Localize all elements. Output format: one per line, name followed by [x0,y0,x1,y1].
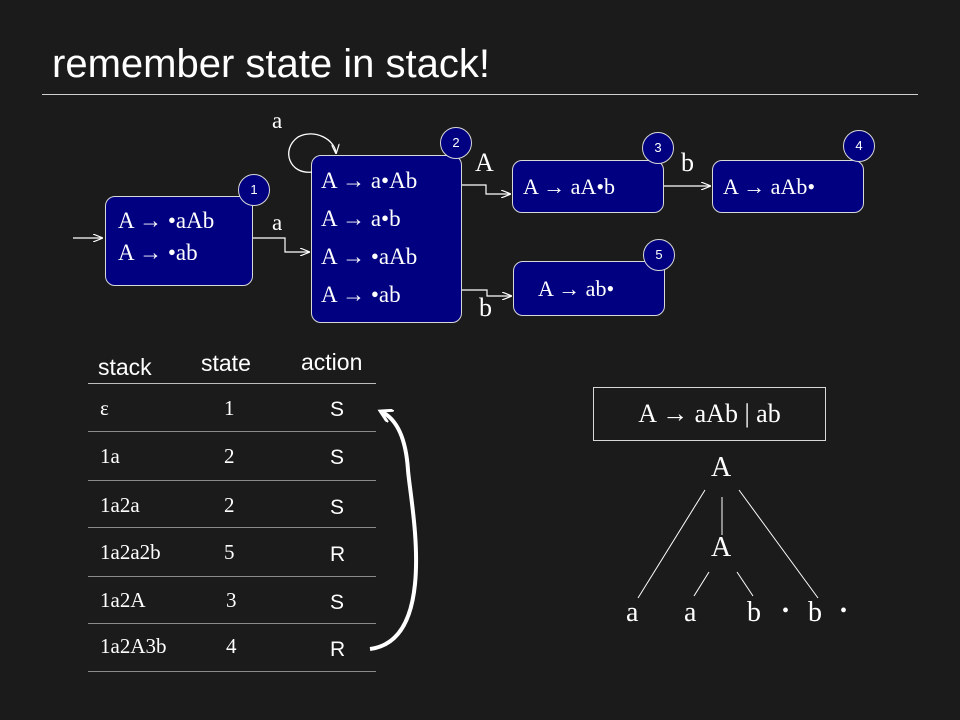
header-stack: stack [98,354,152,380]
state-2: A → a•Ab A → a•b A → •aAb A → •ab [311,155,462,323]
edge-label-b-2-5: b [479,293,492,322]
state-4-item: A → aAb• [723,174,816,199]
table-cell-action: S [330,398,345,421]
table-cell-state: 1 [224,396,235,420]
table-header-divider [88,383,376,384]
parse-tree-leaf: a [684,597,697,628]
state-4: A → aAb• [712,160,864,213]
table-cell-action: S [330,591,345,614]
table-row-divider [88,623,376,624]
parse-tree-inner-node: A [711,532,732,563]
table-cell-action: R [330,543,346,566]
state-4-badge: 4 [843,130,875,162]
state-3-badge: 3 [642,132,674,164]
table-row-divider [88,527,376,528]
table-row-divider [88,431,376,432]
slide-title: remember state in stack! [52,42,490,86]
table-cell-stack: ε [100,396,109,420]
parse-tree-root: A [711,452,732,483]
header-action: action [301,349,363,375]
grammar-rule: A → aAb | ab [593,387,826,441]
state-3-item: A → aA•b [523,174,616,199]
tree-edge [736,571,754,597]
table-cell-state: 2 [224,493,235,517]
table-cell-action: R [330,638,346,661]
table-cell-state: 3 [226,588,237,612]
table-cell-stack: 1a [100,444,120,468]
tree-edge [637,489,706,599]
state-2-item: A → •ab [321,282,401,307]
tree-edge [693,571,710,597]
state-5-badge: 5 [643,239,675,271]
state-2-item: A → a•b [321,206,401,231]
title-divider [42,94,918,95]
edge-label-b-3-4: b [681,148,694,177]
header-state: state [201,350,251,376]
state-2-badge: 2 [440,127,472,159]
table-cell-stack: 1a2A3b [100,634,167,658]
parse-tree-leaf: a [626,597,639,628]
table-cell-stack: 1a2A [100,588,146,612]
edge-1-2 [253,237,309,252]
state-1-item: A → •ab [118,240,198,265]
state-1-badge: 1 [238,174,270,206]
table-cell-stack: 1a2a [100,493,140,517]
table-cell-action: S [330,446,345,469]
table-cell-state: 5 [224,540,235,564]
table-row-divider [88,480,376,481]
parse-tree-dot: • [782,600,790,622]
edge-label-A-2-3: A [475,148,494,177]
tree-edge [738,489,819,599]
edge-label-a-1-2: a [272,210,283,235]
table-cell-state: 2 [224,444,235,468]
state-2-item: A → a•Ab [321,168,418,193]
return-arrow [369,412,418,651]
table-cell-stack: 1a2a2b [100,540,161,564]
state-1: A → •aAb A → •ab [105,196,253,286]
parse-tree-dot: • [840,600,848,622]
edge-2-3 [462,184,510,194]
table-row-divider [88,576,376,577]
table-cell-action: S [330,496,345,519]
table-bottom-divider [88,671,376,672]
state-2-item: A → •aAb [321,244,418,269]
parse-tree-leaf: b [747,597,761,628]
state-5: A → ab• [513,261,665,316]
state-5-item: A → ab• [538,276,615,301]
state-1-item: A → •aAb [118,208,215,233]
parse-tree-leaf: b [808,597,822,628]
state-3: A → aA•b [512,160,664,213]
edge-label-a-loop: a [272,108,283,133]
table-cell-state: 4 [226,634,237,658]
